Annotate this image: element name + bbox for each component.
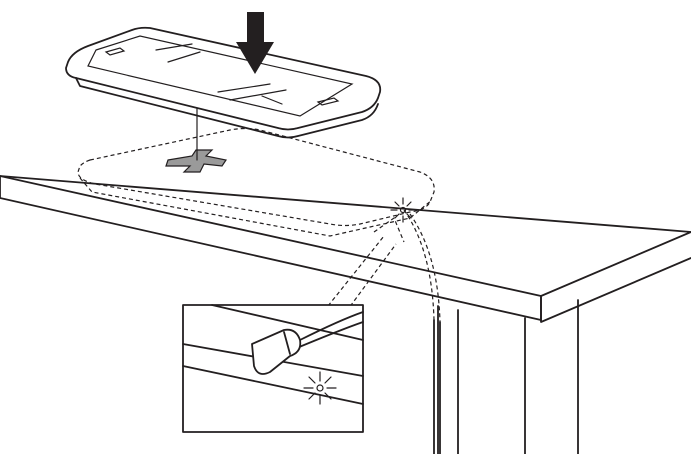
table-back-edge [0,175,691,233]
phone-icon [65,26,382,161]
wireless-charger-icon [77,127,435,237]
screen-glare [155,43,287,105]
table-side-face [540,257,691,323]
cable-icon [403,209,441,454]
inset-led [316,384,324,392]
detail-inset [182,304,364,433]
inset-table-top [211,304,364,341]
down-arrow-icon [236,12,274,74]
inset-table-edge-2 [182,365,364,405]
phone-button [316,97,340,106]
phone-speaker [104,47,126,56]
table [0,175,691,454]
pointer-arrow [327,217,405,313]
charging-coil-mark [165,149,227,173]
table-corner-top [540,231,691,297]
led-light-icon [390,197,416,223]
